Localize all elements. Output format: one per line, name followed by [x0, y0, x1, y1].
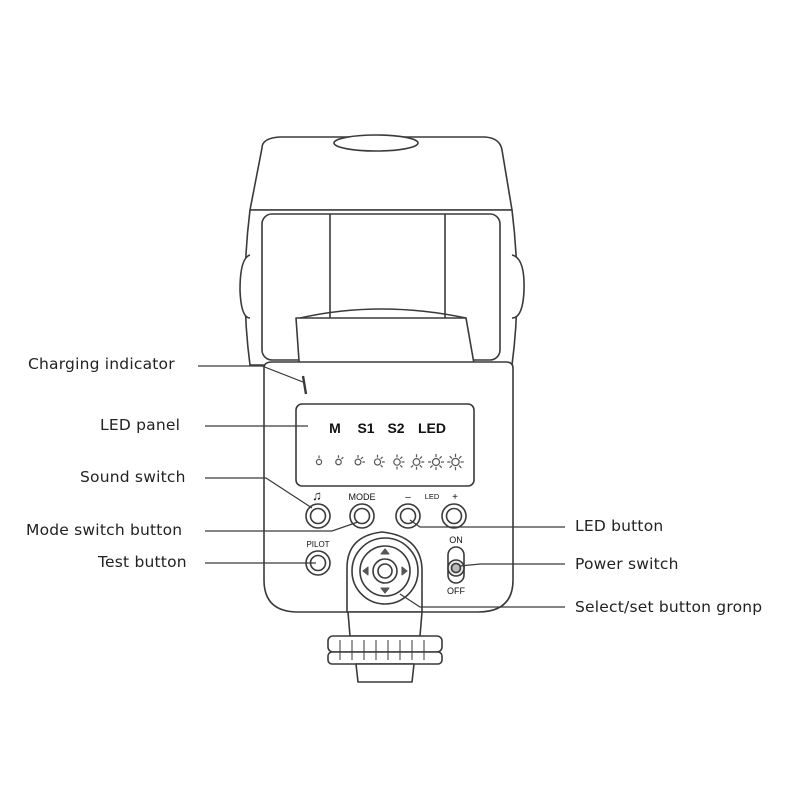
- label-test-button: Test button: [98, 553, 187, 571]
- label-led-button: LED button: [575, 517, 664, 535]
- sound-switch[interactable]: [305, 503, 331, 529]
- label-charging-indicator: Charging indicator: [28, 355, 175, 373]
- power-level-icon: [315, 455, 323, 466]
- mode-m-text: M: [329, 420, 341, 436]
- leader-lines: [198, 365, 565, 608]
- flash-head: [239, 134, 525, 376]
- hot-shoe-foot: [327, 611, 443, 683]
- power-level-icon: [428, 454, 444, 470]
- power-switch[interactable]: [447, 546, 465, 584]
- power-off-caption: OFF: [447, 586, 465, 596]
- charging-indicator-light: [301, 375, 308, 395]
- label-led-panel: LED panel: [100, 416, 181, 434]
- mode-button-caption: MODE: [349, 492, 376, 502]
- label-mode-switch-button: Mode switch button: [26, 521, 183, 539]
- label-sound-switch: Sound switch: [80, 468, 186, 486]
- led-caption: LED: [425, 492, 440, 501]
- power-level-icon: [447, 453, 464, 471]
- led-plus-button[interactable]: [441, 503, 467, 529]
- led-minus-button[interactable]: [395, 503, 421, 529]
- label-power-switch: Power switch: [575, 555, 679, 573]
- mode-s2-text: S2: [387, 420, 404, 436]
- power-level-icon: [410, 454, 425, 470]
- mode-switch-button[interactable]: [349, 503, 375, 529]
- power-level-icon: [373, 454, 385, 468]
- select-set-button-group[interactable]: [346, 531, 423, 613]
- mode-s1-text: S1: [357, 420, 374, 436]
- led-plus-caption: +: [452, 492, 458, 503]
- led-panel: [295, 403, 475, 487]
- power-on-caption: ON: [449, 535, 463, 545]
- led-minus-caption: –: [405, 492, 411, 503]
- power-level-icon: [393, 454, 405, 470]
- mode-led-text: LED: [418, 420, 446, 436]
- power-level-icon: [354, 455, 365, 466]
- label-select-set-button-group: Select/set button gronp: [575, 598, 763, 616]
- pilot-caption: PILOT: [306, 540, 329, 549]
- sound-symbol: ♫: [312, 488, 322, 503]
- power-level-icon: [335, 455, 344, 466]
